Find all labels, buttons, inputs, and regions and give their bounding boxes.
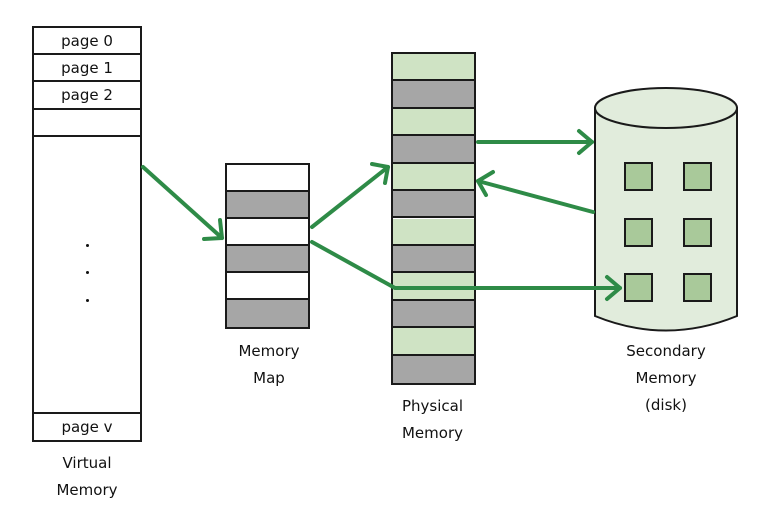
virtual-page-0: page 0	[34, 28, 140, 55]
virtual-memory: page 0 page 1 page 2 page v	[32, 26, 142, 442]
arrowhead	[605, 275, 622, 301]
virtual-page-v: page v	[34, 412, 140, 440]
memory-map-entry	[227, 300, 308, 327]
memory-map-entry	[227, 246, 308, 273]
virtual-page-1: page 1	[34, 55, 140, 82]
memory-map-entry	[227, 219, 308, 246]
physical-frame	[393, 218, 474, 246]
virtual-page-2: page 2	[34, 82, 140, 110]
physical-frame	[393, 328, 474, 356]
ellipsis-dot	[86, 271, 89, 274]
arrowhead	[370, 162, 390, 185]
arrow-vm-to-map	[141, 165, 224, 240]
secondary-memory-label: Secondary Memory (disk)	[626, 342, 706, 414]
disk-block	[624, 273, 653, 302]
secondary-memory	[594, 87, 738, 332]
memory-map-label: Memory Map	[238, 342, 300, 387]
physical-frame	[393, 136, 474, 164]
memory-map-entry	[227, 273, 308, 300]
arrow-map-to-physical	[310, 165, 390, 229]
physical-frame	[393, 300, 474, 329]
physical-memory	[391, 52, 476, 385]
physical-frame	[393, 81, 474, 109]
physical-frame	[393, 163, 474, 192]
physical-frame	[393, 245, 474, 274]
memory-map	[225, 163, 310, 329]
arrowhead	[476, 170, 495, 197]
arrow-map-to-disk-block	[310, 240, 622, 290]
ellipsis-dot	[86, 299, 89, 302]
disk-block	[624, 218, 653, 247]
memory-map-entry	[227, 165, 308, 192]
physical-memory-label: Physical Memory	[401, 397, 464, 442]
disk-block	[683, 273, 712, 302]
memory-map-entry	[227, 192, 308, 219]
disk-body	[594, 107, 738, 332]
physical-frame	[393, 108, 474, 137]
physical-frame	[393, 54, 474, 82]
physical-frame	[393, 191, 474, 219]
physical-frame	[393, 355, 474, 383]
disk-top	[594, 87, 738, 129]
disk-block	[624, 162, 653, 191]
arrowhead	[202, 218, 224, 241]
arrow-disk-to-physical	[476, 179, 595, 214]
virtual-memory-label: Virtual Memory	[56, 454, 118, 499]
virtual-page-empty	[34, 110, 140, 137]
disk-block	[683, 162, 712, 191]
ellipsis-dot	[86, 244, 89, 247]
disk-block	[683, 218, 712, 247]
arrowhead	[577, 129, 594, 155]
